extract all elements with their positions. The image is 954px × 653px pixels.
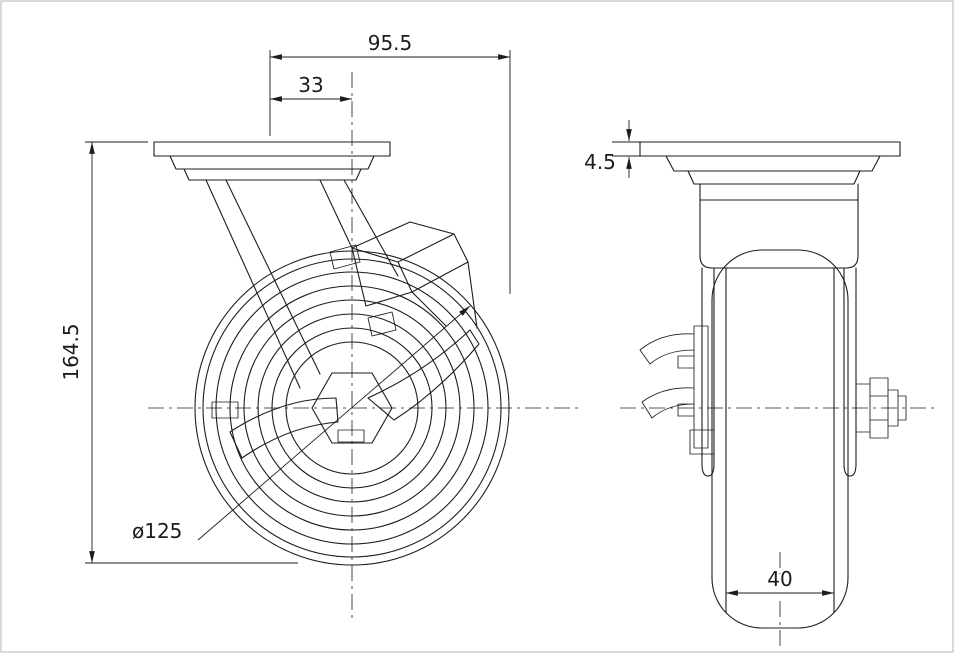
dim-tread-width: 40 [726,567,834,596]
dim-plate-thickness: 4.5 [584,120,652,178]
dim-plate-span: 95.5 [269,31,511,294]
dim-swivel-offset: 33 [270,73,352,102]
mounting-plate-front [153,141,391,181]
brake-lever-side [639,325,715,455]
extension-lines [85,141,298,564]
tread-lines [725,267,835,613]
axle-assembly [855,377,907,439]
wheel-side [711,249,849,629]
brake-shoe [229,329,480,459]
fork-details [211,244,397,443]
dim-tread-width-label: 40 [767,567,792,591]
centerlines [148,72,938,650]
brake-pedal [351,221,478,329]
dim-overall-height-label: 164.5 [59,323,83,380]
dim-wheel-diameter: ø125 [132,305,471,543]
front-view [153,141,510,566]
leader-line [197,305,471,541]
fork-body-front [205,179,399,389]
fork-legs-side [701,267,857,477]
dim-swivel-offset-label: 33 [298,73,323,97]
dim-plate-span-label: 95.5 [368,31,413,55]
side-view [639,141,907,629]
swivel-crown-side [699,183,859,269]
extension-lines [612,141,652,157]
dim-overall-height: 164.5 [59,141,298,564]
dim-plate-thickness-label: 4.5 [584,150,616,174]
dim-wheel-diameter-label: ø125 [132,519,182,543]
dimensions: 95.5 33 164.5 4.5 ø125 40 [59,31,834,596]
extension-lines [269,50,511,294]
axle-hex-nut [311,372,393,444]
mounting-plate-side [639,141,901,185]
